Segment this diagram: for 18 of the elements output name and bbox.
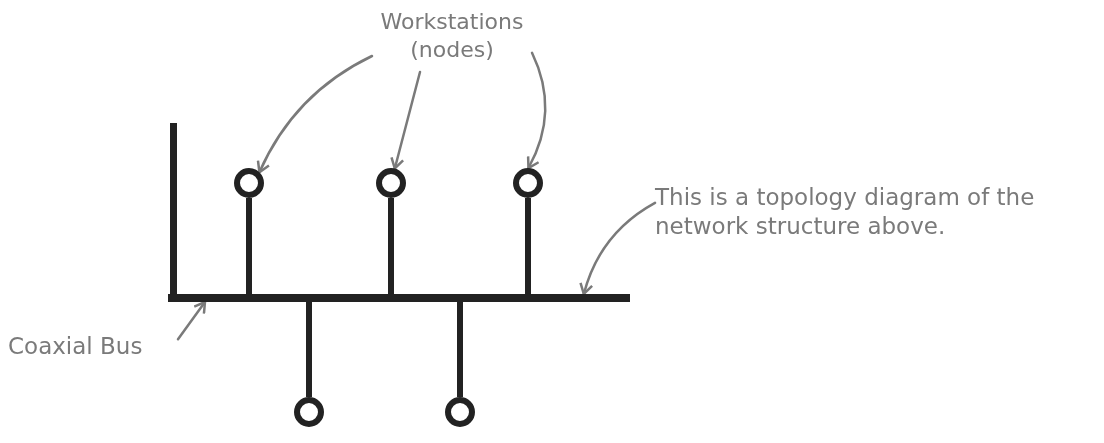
annotation-text: Workstations (nodes) [372,8,532,72]
leader-arrow [526,51,547,170]
node-circle [234,168,264,198]
annotation-text: This is a topology diagram of the network structure above. [655,183,1095,249]
cable-line [306,302,312,397]
annotation-text: Coaxial Bus [8,332,178,368]
node-circle [445,397,475,427]
cable-line [246,198,252,294]
node-circle [294,397,324,427]
leader-arrow [579,201,657,296]
cable-line [525,198,531,294]
leader-arrow [257,54,374,174]
node-circle [513,168,543,198]
leader-arrow [176,300,207,341]
leader-arrow [390,70,422,170]
cable-line [388,198,394,294]
cable-line [457,302,463,397]
node-circle [376,168,406,198]
